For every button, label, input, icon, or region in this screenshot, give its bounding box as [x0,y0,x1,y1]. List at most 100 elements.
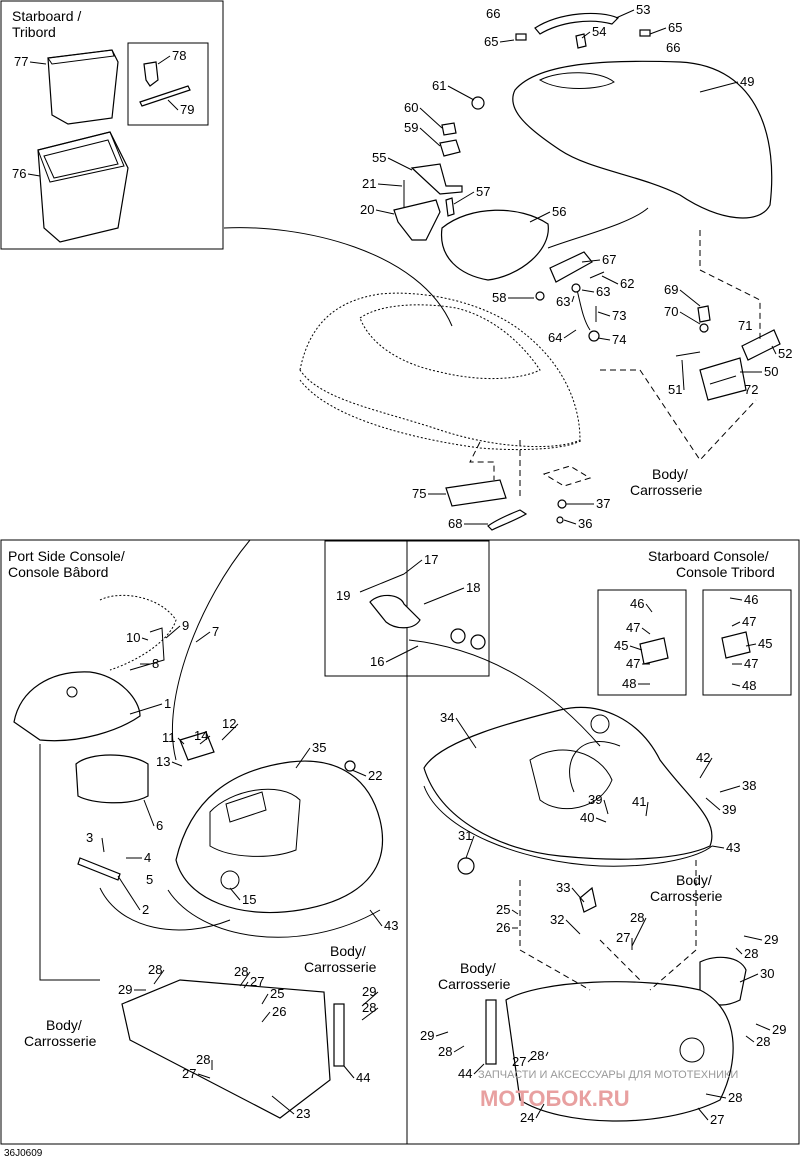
callout-28: 28 [728,1090,742,1105]
callout-22: 22 [368,768,382,783]
callout-25: 25 [496,902,510,917]
callout-23: 23 [296,1106,310,1121]
callout-48: 48 [622,676,636,691]
port-console-caption-1: Port Side Console/ [8,548,125,564]
leader-port-console [172,539,251,761]
callout-28: 28 [756,1034,770,1049]
bracket-55 [410,163,463,195]
diagram-code: 36J0609 [4,1148,43,1159]
callout-leader-22 [351,769,367,777]
callout-leader-40 [595,817,607,823]
callout-leader-3 [101,837,105,853]
callout-leader-27 [527,1057,533,1063]
callout-leader-32 [565,919,581,935]
callout-leader-46 [729,597,743,601]
body-mount-area [542,465,592,487]
callout-46: 46 [744,592,758,607]
callout-leader-28 [453,1045,465,1053]
cable-64 [575,285,591,331]
callout-75: 75 [412,486,426,501]
bracket-67 [549,251,593,283]
callout-leader-26 [261,1011,271,1023]
callout-leader-28 [153,969,165,985]
callout-3: 3 [86,830,93,845]
callout-leader-53 [615,9,635,19]
callout-leader-43 [711,845,725,849]
callout-leader-60 [419,107,443,129]
assembly-line-7 [599,939,641,981]
callout-11: 11 [162,730,176,745]
cover-dotted-outline [99,594,177,671]
callout-leader-69 [679,289,701,307]
callout-29: 29 [772,1022,786,1037]
callout-51: 51 [668,382,682,397]
hull-body-outline [299,292,583,451]
cable-10 [129,627,165,671]
callout-leader-21 [377,183,403,187]
callout-27: 27 [616,930,630,945]
callout-leader-29 [743,935,763,941]
callout-71: 71 [738,318,752,333]
callout-36: 36 [578,516,592,531]
washer-70 [699,323,709,333]
callout-leader-77 [29,61,47,65]
callout-63: 63 [596,284,610,299]
callout-28: 28 [530,1048,544,1063]
callout-30: 30 [760,966,774,981]
callout-leader-74 [597,337,611,341]
callout-62: 62 [620,276,634,291]
assembly-line-1 [469,441,495,480]
callout-leader-28 [631,917,647,947]
hinge-50 [699,357,747,401]
callout-63: 63 [556,294,570,309]
callout-21: 21 [362,176,376,191]
callout-54: 54 [592,24,606,39]
callout-leader-49 [699,81,739,93]
callout-12: 12 [222,716,236,731]
callout-47: 47 [744,656,758,671]
plug-22 [344,760,356,772]
callout-leader-28 [545,1051,549,1057]
callout-65: 65 [484,34,498,49]
body-caption-sb-top-1: Body/ [676,872,712,888]
callout-70: 70 [664,304,678,319]
callout-56: 56 [552,204,566,219]
callout-17: 17 [424,552,438,567]
callout-leader-29 [755,1023,771,1031]
leader-bracket-2 [99,887,231,931]
starboard-console-caption-1: Starboard Console/ [648,548,769,564]
callout-leader-59 [419,127,441,147]
port-console-caption-2: Console Bâbord [8,564,108,580]
callout-leader-12 [221,723,239,741]
callout-27: 27 [512,1054,526,1069]
callout-leader-79 [167,99,179,111]
screw-57 [445,197,455,217]
callout-leader-33 [571,887,585,903]
callout-65: 65 [668,20,682,35]
assembly-line-6 [519,880,591,991]
trim-strip-44a [333,1003,345,1067]
callout-leader-20 [375,209,395,215]
callout-6: 6 [156,818,163,833]
ring-31 [457,857,475,875]
callout-66: 66 [666,40,680,55]
callout-45: 45 [614,638,628,653]
callout-15: 15 [242,892,256,907]
console-cover-1 [13,671,141,742]
callout-leader-47 [641,627,651,635]
callout-leader-11 [177,737,185,745]
callout-27: 27 [250,974,264,989]
assembly-line-5 [649,860,697,991]
callout-10: 10 [126,630,140,645]
nut-59 [439,139,461,157]
callout-leader-23 [271,1095,295,1115]
callout-leader-6 [143,799,155,827]
callout-78: 78 [172,48,186,63]
bracket-45b [721,631,751,659]
clamp-33 [579,886,597,913]
storage-bin-76 [37,131,129,243]
callout-leader-56 [529,211,551,223]
callout-38: 38 [742,778,756,793]
callout-9: 9 [182,618,189,633]
callout-leader-28 [745,1035,755,1043]
